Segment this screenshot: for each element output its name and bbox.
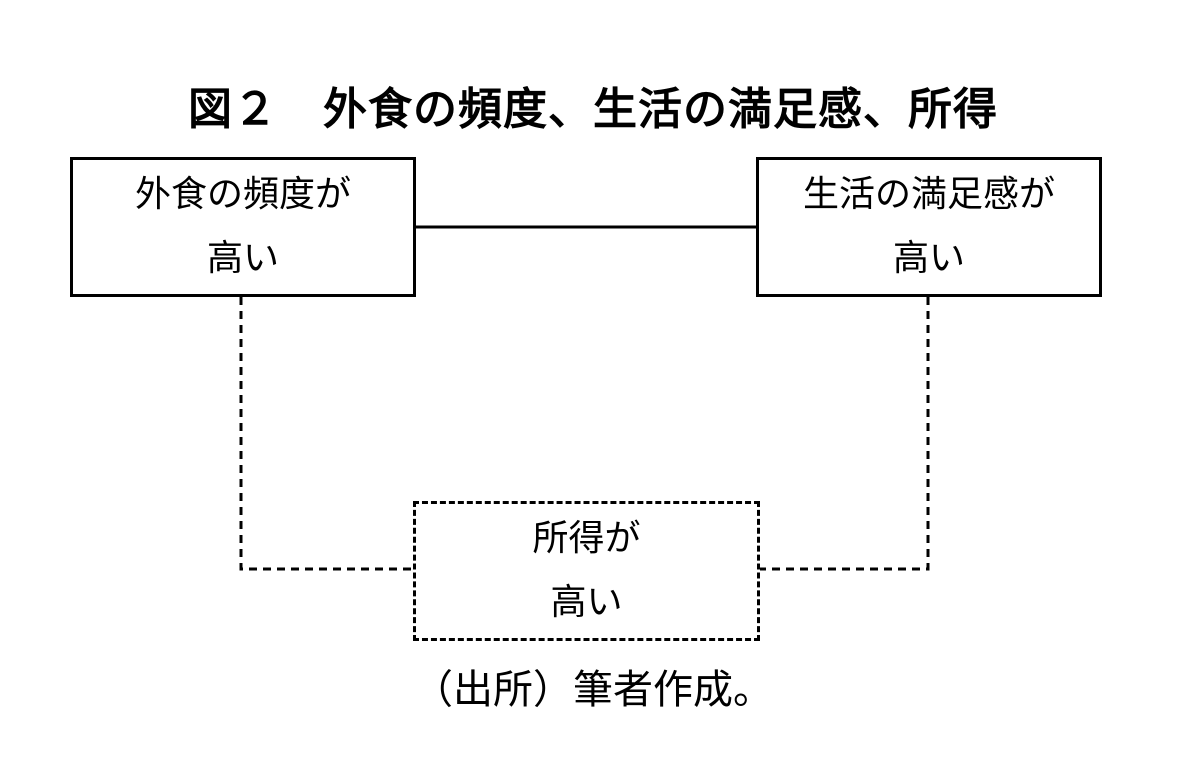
edge-satisfaction-income: [760, 297, 930, 571]
node-eating-out-line1: 外食の頻度が: [134, 174, 351, 215]
node-income-line2: 高い: [550, 582, 623, 623]
node-income: 所得が 高い: [413, 501, 760, 641]
node-eating-out-frequency: 外食の頻度が 高い: [70, 157, 416, 297]
figure-source-note: （出所）筆者作成。: [413, 667, 773, 713]
edge-eating-out-income: [239, 297, 413, 571]
node-income-line1: 所得が: [532, 518, 641, 559]
node-eating-out-line2: 高い: [206, 238, 279, 279]
node-satisfaction-line2: 高い: [892, 238, 965, 279]
figure-title: 図２ 外食の頻度、生活の満足感、所得: [188, 84, 998, 135]
node-life-satisfaction: 生活の満足感が 高い: [756, 157, 1102, 297]
node-satisfaction-line1: 生活の満足感が: [802, 174, 1055, 215]
